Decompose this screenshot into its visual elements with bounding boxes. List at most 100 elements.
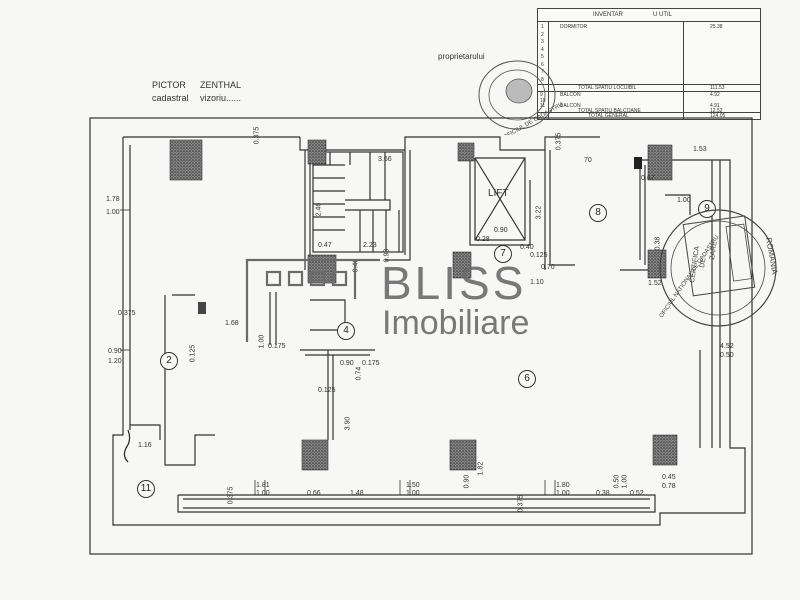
dim-label: 0.375	[253, 126, 261, 145]
dim-label: 2.23	[363, 242, 377, 249]
dim-label: 3.90	[344, 416, 352, 431]
dim-label: 0.50	[613, 474, 621, 489]
dim-label: 0.74	[355, 366, 363, 381]
column-1	[169, 139, 203, 181]
header-vizoriu: vizoriu......	[200, 93, 242, 103]
dim-label: 0.50	[720, 352, 734, 359]
inventory-row-no: 7	[541, 69, 544, 75]
dim-label: 0.125	[318, 387, 336, 394]
inventory-title: INVENTAR	[593, 12, 623, 18]
duct-mark	[198, 302, 206, 314]
dim-label: 2.46	[315, 202, 323, 217]
dim-label: 1.81	[256, 482, 270, 489]
dim-label: 0.47	[318, 242, 332, 249]
owner-label: proprietarului	[438, 52, 485, 61]
inventory-title2: U UTIL	[653, 12, 673, 18]
dim-label: 4.52	[720, 343, 734, 350]
inventory-row-value: 25.38	[710, 24, 723, 30]
balcony-row-value: 4.91	[710, 103, 720, 109]
dim-label: 0.175	[268, 343, 286, 350]
dim-label: 1.50	[406, 482, 420, 489]
dim-label: 0.375	[118, 310, 136, 317]
dim-label: 0.90	[108, 348, 122, 355]
inventory-row-no: 3	[541, 39, 544, 45]
dim-label: 0.375	[517, 494, 525, 513]
dim-label: 1.80	[556, 482, 570, 489]
balcony-row-no: 9	[540, 92, 543, 98]
room-9: 9	[698, 200, 716, 218]
cert-label-3: ZARE	[709, 240, 719, 260]
dim-label: 1.00	[106, 209, 120, 216]
dim-label: 1.16	[138, 442, 152, 449]
lift-label: LIFT	[488, 188, 509, 199]
dim-label: 0.90	[494, 227, 508, 234]
balcony-row-no: 10	[540, 97, 546, 104]
dim-label: 0.90	[340, 360, 354, 367]
inventory-row-no: 6	[541, 61, 544, 68]
dim-label: 0.67	[641, 175, 655, 182]
dim-label: 1.00	[406, 490, 420, 497]
header-zenthal: ZENTHAL	[200, 80, 242, 90]
total-living-value: 111.53	[710, 85, 725, 91]
inventory-row-no: 1	[541, 24, 544, 30]
total-balcony-value: 12.52	[710, 108, 723, 114]
column-8	[301, 439, 329, 471]
logo-house-icon	[245, 258, 380, 342]
logo-bliss-text: BLISS	[381, 257, 527, 309]
dim-label: 3.66	[378, 156, 392, 163]
room-4: 4	[337, 322, 355, 340]
dim-label: 1.78	[106, 196, 120, 203]
room-8: 8	[589, 204, 607, 222]
dim-label: 0.125	[189, 344, 197, 363]
dim-label: 0.375	[555, 132, 563, 151]
header-cadastral: cadastral	[152, 93, 189, 103]
dim-label: 70	[584, 157, 592, 164]
dim-label: 1.20	[108, 358, 122, 365]
dim-label: 1.00	[256, 490, 270, 497]
inventory-row-no: 5	[541, 54, 544, 60]
dim-label: 0.90	[463, 474, 471, 489]
room-6: 6	[518, 370, 536, 388]
dim-label: 0.375	[227, 486, 235, 505]
dim-label: 0.45	[662, 474, 676, 481]
dim-label: 0.175	[362, 360, 380, 367]
header-pictor: PICTOR	[152, 80, 186, 90]
dim-label: 0.78	[662, 483, 676, 490]
column-2	[307, 139, 327, 165]
heater-icon	[123, 429, 131, 463]
column-3	[457, 142, 475, 162]
total-living-label: TOTAL SPATIU LOCUIBIL	[578, 85, 637, 91]
cadastre-seal-side: ROMANIA OFICIUL NATIONAL DE CADASTRU CER…	[659, 209, 779, 327]
dim-label: 1.53	[693, 146, 707, 153]
cert-label-2: DE	[699, 257, 707, 268]
dim-label: 0.52	[630, 490, 644, 497]
room-11: 11	[137, 480, 155, 498]
dim-label: 1.48	[350, 490, 364, 497]
dim-label: 3.22	[535, 205, 543, 220]
balcony-row-name: BALCON	[560, 92, 581, 98]
shaft-mark	[634, 157, 642, 169]
dim-label: 1.52	[648, 280, 662, 287]
total-general-label: TOTAL GENERAL	[588, 113, 629, 119]
dim-label: 1.68	[225, 320, 239, 327]
inventory-row-no: 8	[541, 76, 544, 83]
logo-imobiliare-text: Imobiliare	[382, 304, 530, 342]
balcony-row-value: 4.92	[710, 92, 720, 98]
total-balcony-label: TOTAL SPATIU BALCOANE	[578, 108, 641, 114]
dim-label: 0.66	[307, 490, 321, 497]
column-4	[647, 144, 673, 181]
dim-label: 0.40	[520, 244, 534, 251]
side-stamp-text: ROMANIA	[764, 237, 779, 276]
room-2: 2	[160, 352, 178, 370]
room-7: 7	[494, 245, 512, 263]
dim-label: 1.00	[677, 197, 691, 204]
outer-frame	[89, 117, 753, 555]
dim-label: 0.125	[530, 252, 548, 259]
column-6	[452, 251, 472, 279]
inventory-row-no: 2	[541, 31, 544, 38]
dim-label: 1.10	[530, 279, 544, 286]
dim-label: 1.00	[556, 490, 570, 497]
inventory-row-no: 4	[541, 46, 544, 53]
